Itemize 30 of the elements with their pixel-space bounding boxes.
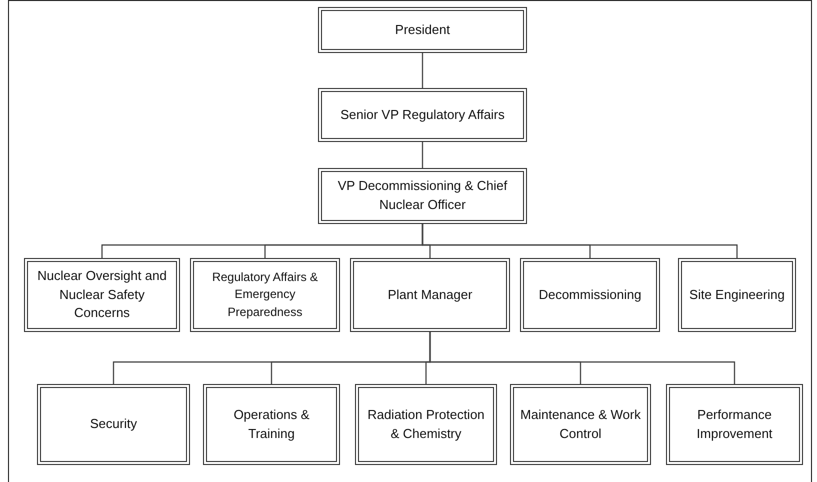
org-box [666,384,803,465]
org-box [510,384,651,465]
role-title: Site Engineering [689,286,785,304]
org-box [520,258,660,332]
role-title: Plant Manager [388,286,472,304]
role-title: Nuclear Oversight and Nuclear Safety Concerns [36,266,168,322]
org-box [190,258,340,332]
role-title: President [395,20,450,39]
org-box [24,258,180,332]
role-title: Maintenance & Work Control [520,406,641,442]
org-box [355,384,497,465]
org-box [318,88,527,142]
role-title: Operations & Training [232,406,310,443]
role-title: Decommissioning [538,286,642,304]
connector-line [422,53,424,88]
connector-line [429,332,736,384]
org-box [318,168,527,224]
org-box [318,7,527,53]
role-title: Performance Improvement [696,406,774,443]
role-title: Security [90,415,137,434]
role-title: Regulatory Affairs & Emergency Preparedness [211,268,319,321]
role-title: VP Decommissioning & Chief Nuclear Officer [336,177,508,214]
org-box [37,384,190,465]
role-title: Senior VP Regulatory Affairs [340,106,505,124]
role-title: Radiation Protection & Chemistry [366,406,486,443]
connector-line [422,224,738,258]
org-box [678,258,796,332]
connector-line [422,142,424,168]
org-box [203,384,340,465]
org-box [350,258,510,332]
